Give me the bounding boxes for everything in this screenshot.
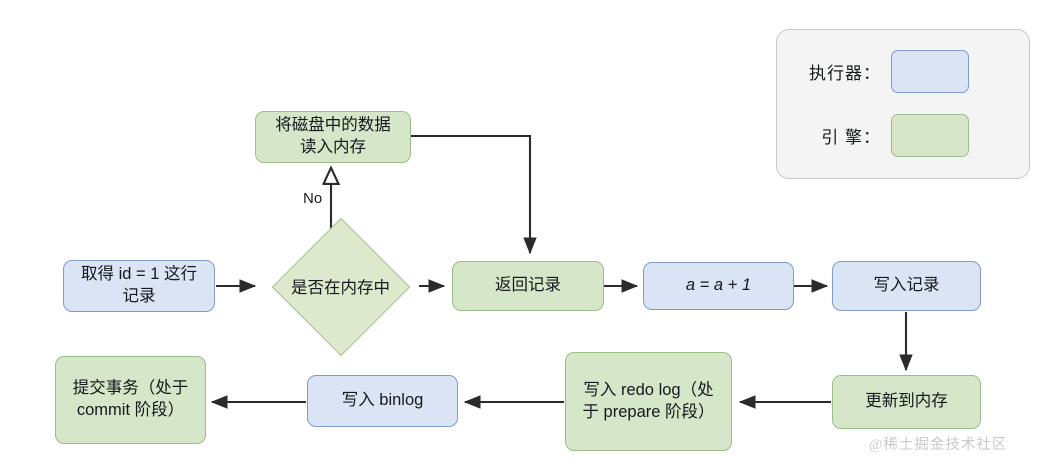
watermark-text: @稀土掘金技术社区 [869, 437, 1008, 453]
node-write-row[interactable]: 写入记录 [832, 261, 981, 311]
legend-label-executor: 执行器： [809, 64, 881, 83]
node-load-disk[interactable]: 将磁盘中的数据 读入内存 [255, 111, 411, 163]
legend-label-engine: 引 擎： [821, 128, 881, 147]
node-write-binlog[interactable]: 写入 binlog [307, 375, 458, 427]
legend-swatch-executor [891, 50, 969, 93]
legend-row-engine: 引 擎： [795, 114, 969, 157]
node-in-memory-decision[interactable]: 是否在内存中 [262, 217, 419, 357]
node-write-redo-log[interactable]: 写入 redo log（处 于 prepare 阶段） [565, 352, 732, 451]
edge-label-no: No [303, 190, 323, 207]
node-update-memory[interactable]: 更新到内存 [832, 375, 981, 429]
node-commit-transaction[interactable]: 提交事务（处于 commit 阶段） [55, 356, 206, 444]
node-return-row[interactable]: 返回记录 [452, 261, 604, 311]
node-in-memory-label: 是否在内存中 [291, 279, 390, 297]
node-increment[interactable]: a = a + 1 [643, 262, 794, 310]
legend-swatch-engine [891, 114, 969, 157]
node-get-row[interactable]: 取得 id = 1 这行 记录 [63, 260, 215, 312]
legend-row-executor: 执行器： [795, 50, 969, 93]
legend-panel: 执行器： 引 擎： [776, 29, 1030, 179]
